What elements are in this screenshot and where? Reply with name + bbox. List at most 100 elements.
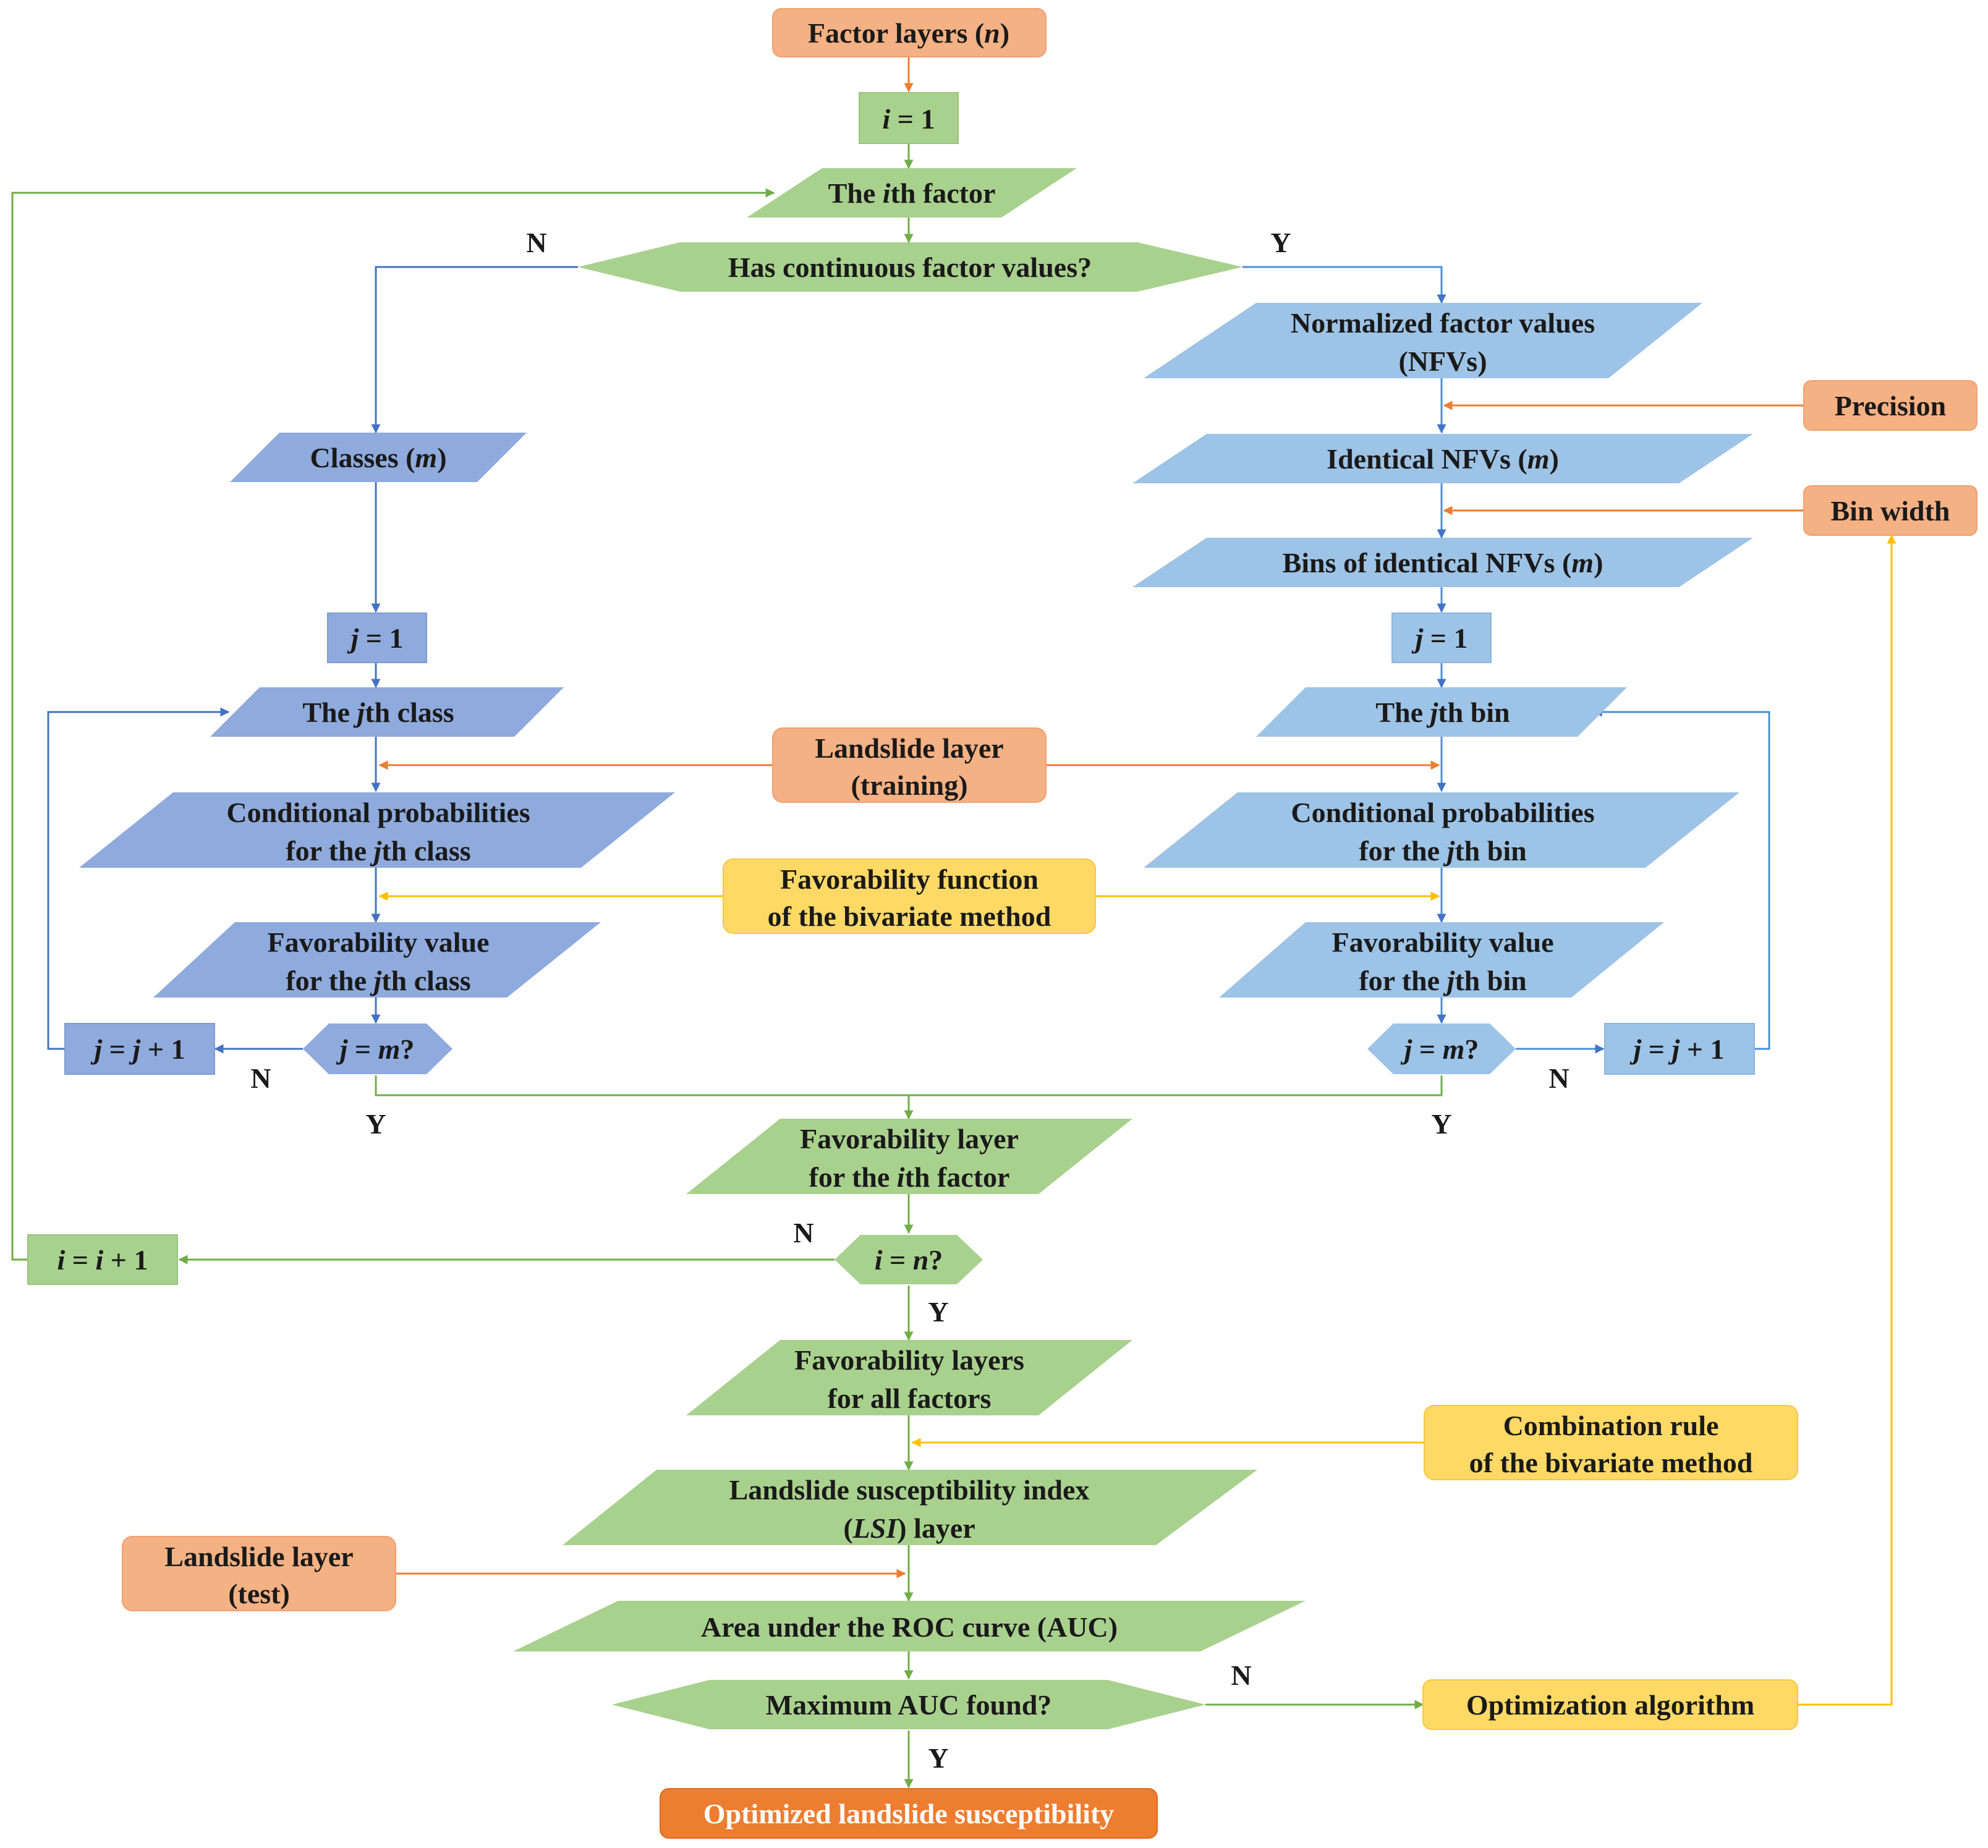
classes-shape[interactable] <box>230 433 527 482</box>
fav-value-class-label-2: for the jth class <box>286 965 470 996</box>
output-box[interactable] <box>660 1788 1158 1839</box>
fav-function-label-1: Favorability function <box>780 863 1039 895</box>
fav-value-class-shape[interactable] <box>153 922 601 998</box>
j-eq-m-right-decision[interactable] <box>1367 1024 1516 1074</box>
fav-layer-ith-label-1: Favorability layer <box>800 1123 1019 1155</box>
max-auc-label: Maximum AUC found? <box>766 1689 1052 1721</box>
i-no-label: N <box>793 1217 813 1248</box>
output-label: Optimized landslide susceptibility <box>703 1798 1115 1829</box>
cond-prob-class-shape[interactable] <box>79 792 675 868</box>
j-eq-m-right-label: j = m? <box>1400 1033 1479 1065</box>
combination-rule-label-2: of the bivariate method <box>1469 1447 1753 1478</box>
fav-layers-all-shape[interactable] <box>686 1340 1132 1415</box>
j-inc-left-label: j = j + 1 <box>90 1033 185 1065</box>
cond-prob-bin-label-2: for the jth bin <box>1359 835 1526 867</box>
lsi-label-2: (LSI) layer <box>843 1512 975 1544</box>
auc-shape[interactable] <box>513 1601 1306 1651</box>
cond-prob-class-label-2: for the jth class <box>286 835 470 867</box>
max-auc-decision[interactable] <box>612 1680 1205 1729</box>
fav-function-label-2: of the bivariate method <box>768 901 1051 932</box>
landslide-training-label-2: (training) <box>851 769 967 801</box>
j-inc-left-box[interactable] <box>64 1023 215 1075</box>
j-inc-right-label: j = j + 1 <box>1629 1033 1725 1065</box>
i-inc-box[interactable] <box>27 1234 178 1285</box>
arrow-loop-i <box>11 188 775 1261</box>
arrow-optimization-loop <box>1798 534 1897 1706</box>
i-eq-n-decision[interactable] <box>835 1235 983 1284</box>
lsi-shape[interactable] <box>563 1470 1257 1545</box>
fav-layer-ith-shape[interactable] <box>686 1119 1132 1194</box>
merge-left <box>375 1075 909 1096</box>
labels: Factor layers (n) i = 1 The ith factor H… <box>57 17 1950 1829</box>
j-init-right-label: j = 1 <box>1411 622 1468 654</box>
bins-shape[interactable] <box>1132 538 1753 587</box>
decision-no-label: N <box>526 227 546 258</box>
landslide-test-label-2: (test) <box>228 1578 290 1609</box>
i-inc-label: i = i + 1 <box>57 1244 148 1276</box>
fav-value-bin-shape[interactable] <box>1219 922 1664 998</box>
cond-prob-class-label-1: Conditional probabilities <box>226 797 530 828</box>
ith-factor-shape[interactable] <box>747 168 1077 218</box>
jth-bin-label: The jth bin <box>1375 697 1510 728</box>
precision-label: Precision <box>1835 390 1947 422</box>
precision-box[interactable] <box>1803 380 1977 431</box>
fav-layers-all-label-2: for all factors <box>828 1383 992 1414</box>
ith-factor-label: The ith factor <box>828 177 996 209</box>
lsi-label-1: Landslide susceptibility index <box>729 1474 1090 1506</box>
jth-bin-shape[interactable] <box>1256 687 1627 737</box>
jth-class-label: The jth class <box>302 697 454 728</box>
has-continuous-label: Has continuous factor values? <box>728 252 1092 283</box>
i-init-box[interactable] <box>859 92 959 144</box>
merge-right <box>909 1075 1443 1096</box>
favorability-function-box[interactable] <box>723 858 1096 934</box>
optimization-label: Optimization algorithm <box>1466 1689 1754 1721</box>
i-yes-label: Y <box>928 1296 948 1328</box>
bin-width-label: Bin width <box>1830 495 1950 527</box>
landslide-training-box[interactable] <box>772 727 1047 803</box>
j-init-left-box[interactable] <box>327 612 427 663</box>
has-continuous-decision[interactable] <box>578 242 1242 292</box>
factor-layers-box[interactable] <box>772 8 1047 57</box>
combination-rule-label-1: Combination rule <box>1503 1410 1719 1441</box>
shapes <box>27 8 1977 1839</box>
fav-layers-all-label-1: Favorability layers <box>794 1344 1024 1376</box>
landslide-test-box[interactable] <box>122 1536 396 1611</box>
bin-width-box[interactable] <box>1803 485 1977 536</box>
j-init-left-label: j = 1 <box>347 622 404 654</box>
decision-yes-label: Y <box>1270 227 1291 258</box>
arrow-decision-no <box>371 266 578 434</box>
cond-prob-bin-shape[interactable] <box>1144 792 1740 868</box>
arrow-loop-left <box>47 707 230 1050</box>
j-eq-m-left-decision[interactable] <box>303 1024 452 1074</box>
landslide-test-label-1: Landslide layer <box>164 1541 353 1572</box>
i-init-label: i = 1 <box>883 103 935 135</box>
nfv-label-1: Normalized factor values <box>1291 307 1595 339</box>
nfv-shape[interactable] <box>1144 303 1702 378</box>
j-right-yes-label: Y <box>1431 1108 1451 1140</box>
fav-value-class-label-1: Favorability value <box>267 926 489 958</box>
auc-label: Area under the ROC curve (AUC) <box>701 1611 1118 1643</box>
fav-value-bin-label-2: for the jth bin <box>1359 965 1526 996</box>
landslide-training-label-1: Landslide layer <box>815 732 1003 764</box>
j-inc-right-box[interactable] <box>1604 1023 1755 1075</box>
cond-prob-bin-label-1: Conditional probabilities <box>1291 797 1594 828</box>
j-left-yes-label: Y <box>365 1108 386 1140</box>
j-init-right-box[interactable] <box>1391 612 1492 663</box>
connectors <box>11 57 1897 1789</box>
identical-nfvs-label: Identical NFVs (m) <box>1327 443 1559 475</box>
max-yes-label: Y <box>928 1742 948 1774</box>
fav-value-bin-label-1: Favorability value <box>1332 926 1553 958</box>
combination-rule-box[interactable] <box>1424 1405 1798 1480</box>
classes-label: Classes (m) <box>310 442 446 473</box>
j-eq-m-left-label: j = m? <box>336 1033 415 1065</box>
j-left-no-label: N <box>250 1062 271 1094</box>
jth-class-shape[interactable] <box>210 687 564 737</box>
nfv-label-2: (NFVs) <box>1398 345 1487 377</box>
fav-layer-ith-label-2: for the ith factor <box>809 1161 1010 1193</box>
identical-nfvs-shape[interactable] <box>1132 434 1753 483</box>
optimization-box[interactable] <box>1422 1679 1798 1730</box>
factor-layers-label: Factor layers (n) <box>808 17 1009 49</box>
bins-label: Bins of identical NFVs (m) <box>1283 547 1604 579</box>
max-no-label: N <box>1231 1659 1251 1691</box>
